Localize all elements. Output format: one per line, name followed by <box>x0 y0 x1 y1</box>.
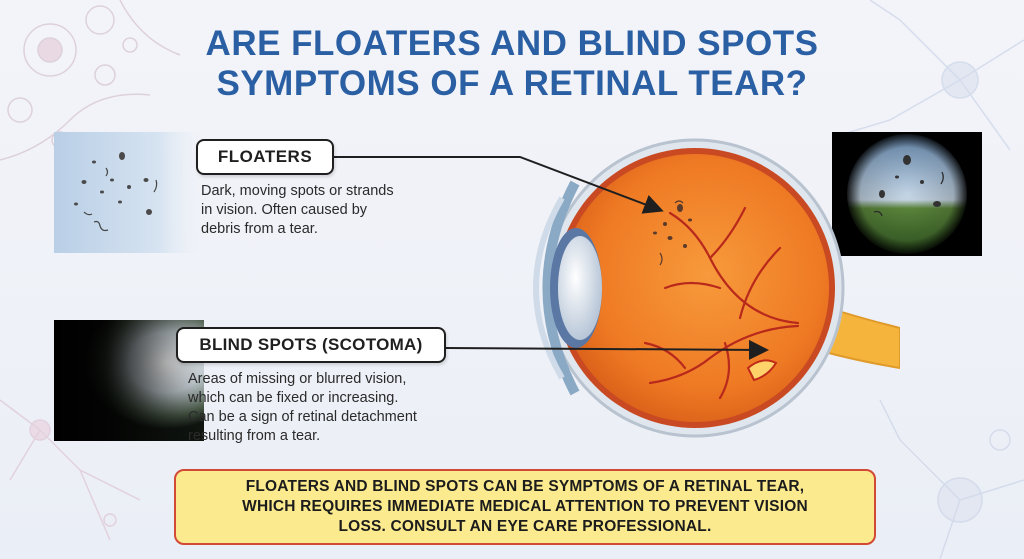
warning-banner: FLOATERS AND BLIND SPOTS CAN BE SYMPTOMS… <box>174 469 876 545</box>
blind-spots-description-line: resulting from a tear. <box>188 428 321 444</box>
floaters-description-line: Dark, moving spots or strands <box>201 183 394 199</box>
banner-line: LOSS. CONSULT AN EYE CARE PROFESSIONAL. <box>338 518 712 535</box>
eye-cross-section-icon <box>533 138 900 438</box>
floaters-description: Dark, moving spots or strands in vision.… <box>201 182 491 239</box>
banner-line: FLOATERS AND BLIND SPOTS CAN BE SYMPTOMS… <box>245 478 805 495</box>
floaters-label: FLOATERS <box>196 139 334 175</box>
blind-spots-description-line: Areas of missing or blurred vision, <box>188 371 407 387</box>
blind-spots-description-line: Can be a sign of retinal detachment <box>188 409 417 425</box>
banner-line: WHICH REQUIRES IMMEDIATE MEDICAL ATTENTI… <box>242 498 808 515</box>
page-title: ARE FLOATERS AND BLIND SPOTS SYMPTOMS OF… <box>0 24 1024 104</box>
blind-spots-label: BLIND SPOTS (SCOTOMA) <box>176 327 446 363</box>
floaters-description-line: in vision. Often caused by <box>201 202 368 218</box>
blind-spots-description: Areas of missing or blurred vision, whic… <box>188 370 508 446</box>
floaters-vision-icon <box>54 132 204 253</box>
circular-vision-icon <box>832 132 982 256</box>
blind-spots-description-line: which can be fixed or increasing. <box>188 390 399 406</box>
floaters-description-line: debris from a tear. <box>201 221 318 237</box>
title-line-2: SYMPTOMS OF A RETINAL TEAR? <box>216 64 808 103</box>
title-line-1: ARE FLOATERS AND BLIND SPOTS <box>205 24 819 63</box>
